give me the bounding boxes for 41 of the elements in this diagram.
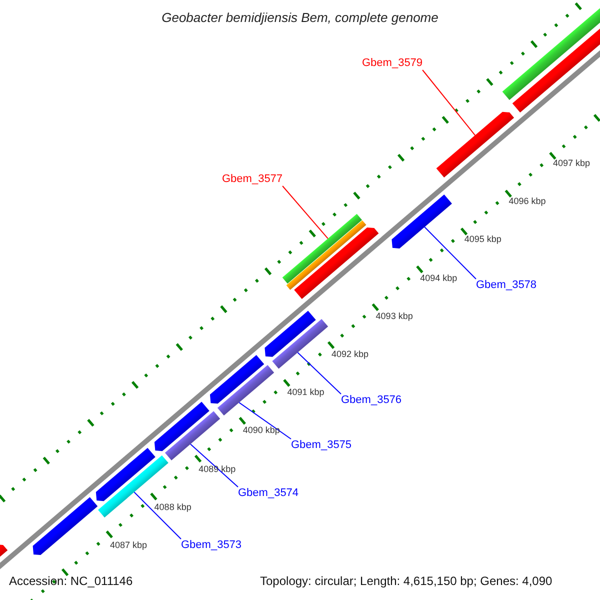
title: Geobacter bemidjiensis Bem, complete genome [160,10,440,25]
leader-line [238,402,292,440]
leader-line [282,186,328,240]
feature-bar [272,318,328,369]
gene-label: Gbem_3574 [238,487,299,500]
gene-label: Gbem_3575 [291,439,352,452]
gene-label: Gbem_3579 [362,57,423,70]
feature-bar [217,365,274,416]
gene-label: Gbem_3573 [181,539,242,552]
leader-line [134,492,182,540]
accession-note: Accession: NC_011146 [9,574,133,588]
leader-line [190,444,238,488]
genome-summary-note: Topology: circular; Length: 4,615,150 bp; Genes: 4,090 [260,574,552,588]
leader-line [297,352,342,394]
gene-feature [294,227,379,299]
scale-label: 4089 kbp [198,464,236,474]
feature-bar [282,214,362,284]
gene-feature [32,497,98,555]
scale-label: 4095 kbp [464,234,502,244]
scale-label: 4093 kbp [376,310,413,321]
gene-feature [436,112,514,178]
gene-feature [96,448,156,502]
leader-line [422,70,476,136]
leader-line [424,226,476,280]
scale-label: 4091 kbp [287,387,324,398]
gene-feature [392,194,452,248]
scale-label: 4088 kbp [154,502,192,512]
scale-label: 4097 kbp [553,158,590,168]
feature-bar [286,220,366,290]
scale-label: 4090 kbp [242,425,280,436]
gene-label: Gbem_3578 [476,279,537,292]
gene-feature [264,310,316,357]
scale-label: 4096 kbp [508,196,546,206]
gene-feature [210,354,264,404]
gene-label: Gbem_3577 [222,173,283,186]
feature-bar [164,411,220,460]
scale-label: 4087 kbp [110,540,148,550]
gene-label: Gbem_3576 [341,394,402,407]
scale-label: 4092 kbp [332,349,369,359]
scale-label: 4094 kbp [420,272,458,283]
gene-feature [154,402,210,452]
